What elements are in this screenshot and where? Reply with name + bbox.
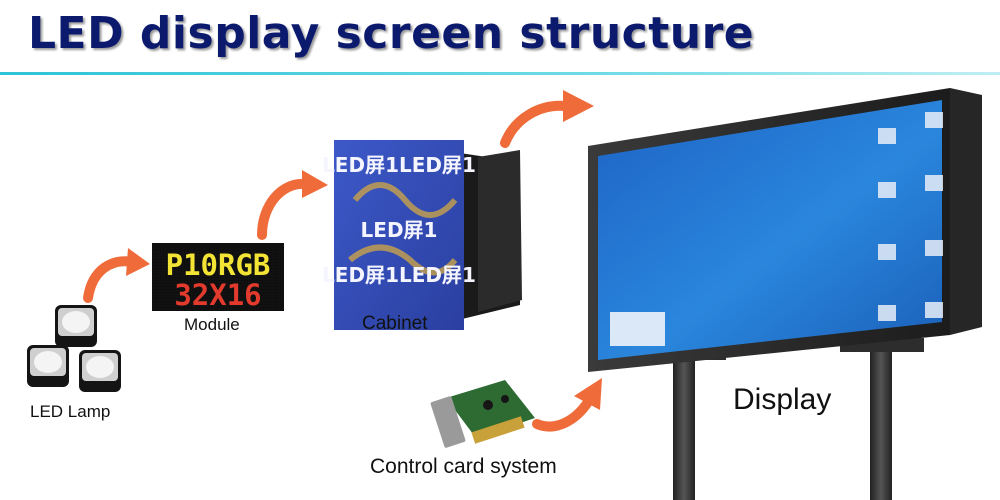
- control-card-label: Control card system: [370, 455, 557, 478]
- led-lamp: [79, 350, 121, 392]
- arrow-control-to-display: [532, 397, 593, 432]
- led-cabinet: LED屏1LED屏1 LED屏1 LED屏1LED屏1: [322, 140, 522, 330]
- led-lamp-label: LED Lamp: [30, 402, 111, 421]
- flow-arrows: [83, 90, 602, 432]
- cabinet-text-line2: LED屏1: [361, 218, 438, 242]
- page-title: LED display screen structure: [28, 8, 755, 59]
- led-display-billboard: [588, 88, 982, 500]
- cabinet-text-line1: LED屏1LED屏1: [322, 153, 476, 177]
- module-label: Module: [184, 315, 240, 334]
- arrow-cabinet-to-display: [500, 100, 570, 148]
- led-lamp: [27, 345, 69, 387]
- arrow-module-to-cabinet: [257, 178, 310, 240]
- led-lamp: [55, 305, 97, 347]
- arrow-lamp-to-module: [83, 256, 137, 303]
- title-underline: [0, 72, 1000, 75]
- module-text-line1: P10RGB: [166, 248, 271, 282]
- cabinet-label: Cabinet: [362, 313, 428, 334]
- display-label: Display: [733, 383, 832, 416]
- desktop-icons: [878, 112, 943, 321]
- module-text-line2: 32X16: [174, 278, 261, 312]
- control-card: [430, 380, 535, 448]
- cabinet-text-line3: LED屏1LED屏1: [322, 263, 476, 287]
- led-module: P10RGB 32X16: [152, 243, 284, 312]
- led-lamp-group: [27, 305, 121, 392]
